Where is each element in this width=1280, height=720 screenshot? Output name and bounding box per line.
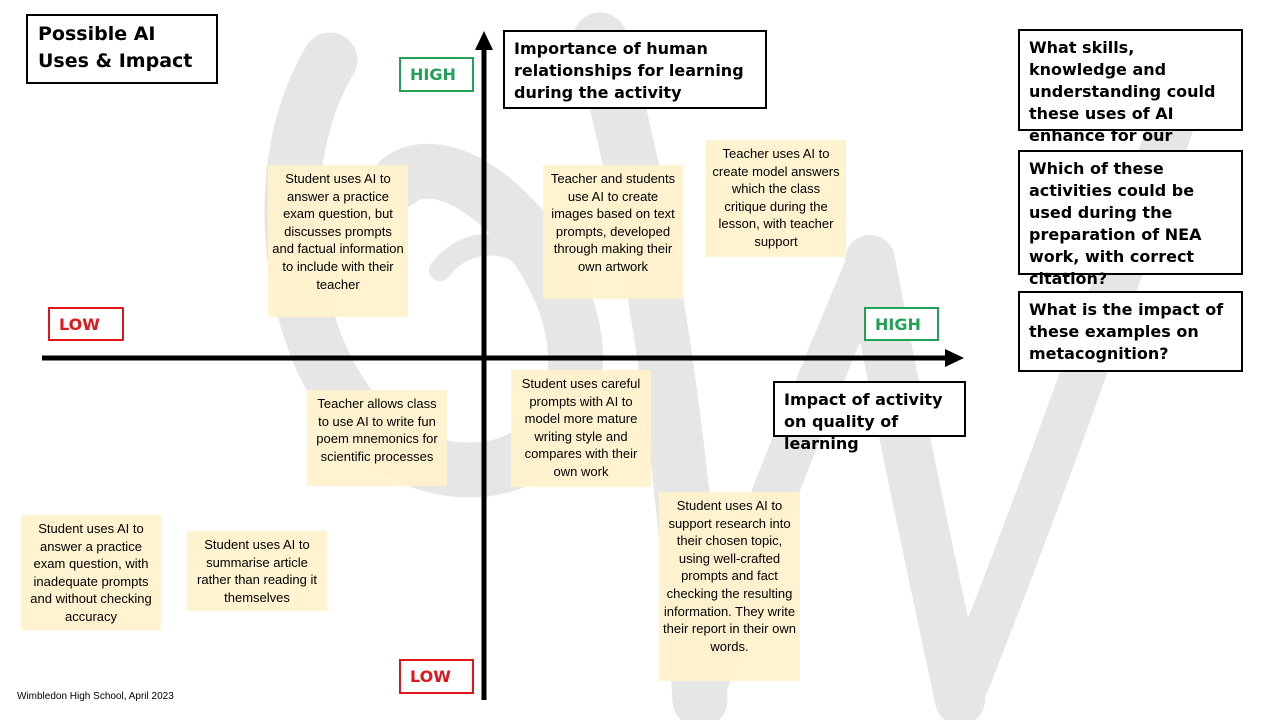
sticky-note: Student uses AI to answer a practice exa…: [21, 515, 161, 630]
x-axis-low-label: LOW: [48, 307, 124, 341]
y-axis-arrowhead: [475, 31, 493, 50]
y-axis-low-label: LOW: [399, 659, 474, 694]
sticky-note: Student uses careful prompts with AI to …: [511, 370, 651, 487]
sticky-note: Teacher uses AI to create model answers …: [706, 140, 846, 257]
question-box: What is the impact of these examples on …: [1018, 291, 1243, 372]
sticky-note: Teacher allows class to use AI to write …: [307, 390, 447, 486]
question-box: Which of these activities could be used …: [1018, 150, 1243, 288]
sticky-note: Student uses AI to summarise article rat…: [187, 531, 327, 611]
y-axis-title: Importance of human relationships for le…: [503, 30, 767, 109]
page-title: Possible AI Uses & Impact: [26, 14, 218, 84]
y-axis-high-label: HIGH: [399, 57, 474, 92]
x-axis-arrowhead: [945, 349, 964, 367]
sticky-note: Teacher and students use AI to create im…: [543, 165, 683, 299]
footer-credit: Wimbledon High School, April 2023: [17, 691, 174, 702]
sticky-note: Student uses AI to answer a practice exa…: [268, 165, 408, 317]
x-axis-title: Impact of activity on quality of learnin…: [773, 381, 966, 453]
sticky-note: Student uses AI to support research into…: [659, 492, 800, 681]
x-axis-high-label: HIGH: [864, 307, 939, 341]
question-box: What skills, knowledge and understanding…: [1018, 29, 1243, 167]
